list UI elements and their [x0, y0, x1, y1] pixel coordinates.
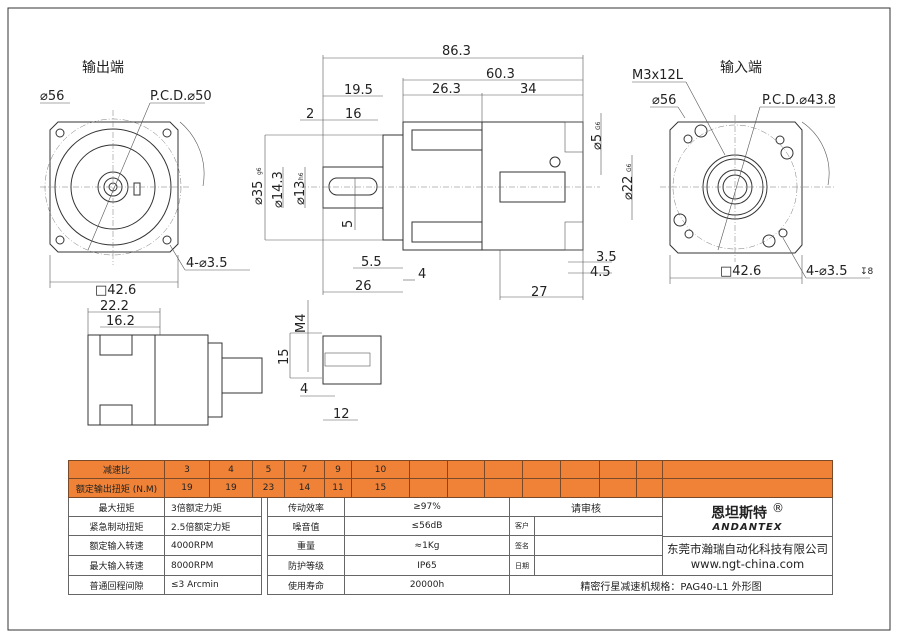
output-square-label: □42.6	[95, 283, 136, 298]
input-diameter-label: ⌀56	[652, 93, 676, 108]
spec-label: 最大扭矩	[68, 498, 165, 517]
registered-mark: ®	[771, 500, 784, 515]
torque-label: 额定输出扭矩 (N.M)	[68, 479, 165, 498]
dim-flange-4: 4	[418, 267, 426, 282]
dim-shaft-d13: ⌀13	[293, 181, 308, 205]
output-diameter-label: ⌀56	[40, 89, 64, 104]
dim-input-4-5: 4.5	[590, 265, 611, 280]
torque-cell: 19	[165, 479, 210, 498]
dim-key-width: 5	[341, 220, 356, 228]
ratio-cell: 3	[165, 460, 210, 479]
dim-4: 4	[300, 382, 308, 397]
side-view: 86.3 60.3 26.3 34 19.5 16 2 ⌀35 g6 ⌀14.3…	[251, 44, 636, 300]
dim-shaft-26: 26	[355, 279, 372, 294]
dim-key-offset: 2	[306, 107, 314, 122]
spec-label: 重量	[267, 536, 345, 556]
output-pcd-label: P.C.D.⌀50	[150, 89, 212, 104]
spec-value: 8000RPM	[165, 556, 262, 576]
torque-cell: 15	[352, 479, 410, 498]
dim-flange-5-5: 5.5	[361, 255, 382, 270]
input-pcd-label: P.C.D.⌀43.8	[762, 93, 836, 108]
ratio-cell: 7	[285, 460, 325, 479]
dim-shaft-d14-3: ⌀14.3	[271, 171, 286, 208]
dim-15: 15	[277, 348, 292, 365]
torque-cell: 23	[253, 479, 285, 498]
spec-label: 防护等级	[267, 556, 345, 576]
ratio-cell: 9	[325, 460, 352, 479]
dim-input-27: 27	[531, 285, 548, 300]
dim-12: 12	[333, 407, 350, 422]
dim-bore-d22: ⌀22	[621, 176, 636, 200]
spec-value: ≈1Kg	[345, 536, 510, 556]
spec-table: 减速比 3 4 5 7 9 10 额定输出扭矩 (N.M) 19 19 23 1…	[68, 460, 833, 595]
spec-label: 最大输入转速	[68, 556, 165, 576]
input-holes-label: 4-⌀3.5	[806, 264, 847, 279]
input-depth-label: ↧8	[860, 267, 874, 277]
thread-section-view: M4 15 4 12	[277, 300, 382, 422]
signature-field[interactable]	[535, 536, 663, 556]
spec-value: ≤56dB	[345, 517, 510, 536]
review-title: 请审核	[510, 498, 663, 517]
company-block: 东莞市瀚瑞自动化科技有限公司 www.ngt-china.com	[663, 537, 833, 576]
company-name: 东莞市瀚瑞自动化科技有限公司	[667, 542, 828, 556]
dim-bore-d5-tolerance: G6	[595, 121, 602, 130]
dim-overall-length: 86.3	[442, 44, 471, 59]
spec-label: 额定输入转速	[68, 536, 165, 556]
torque-cell: 14	[285, 479, 325, 498]
spec-value: 2.5倍额定力矩	[165, 517, 262, 536]
dim-part1-length: 26.3	[432, 82, 461, 97]
date-label: 日期	[510, 556, 535, 576]
spec-label: 紧急制动扭矩	[68, 517, 165, 536]
dim-flange-diameter: ⌀35	[251, 181, 266, 205]
ratio-cell: 5	[253, 460, 285, 479]
output-holes-label: 4-⌀3.5	[186, 256, 227, 271]
dim-flange-tolerance: g6	[256, 167, 263, 175]
spec-label: 噪音值	[267, 517, 345, 536]
dim-22-2: 22.2	[100, 299, 129, 314]
customer-field[interactable]	[535, 517, 663, 536]
spec-value: 20000h	[345, 576, 510, 595]
spec-value: 3倍额定力矩	[165, 498, 262, 517]
output-end-view: 输出端 ⌀56 P.C.D.⌀50 4-⌀3.5 □42.6	[40, 60, 250, 298]
dim-shaft-tolerance: h6	[298, 172, 305, 180]
spec-value: ≤3 Arcmin	[165, 576, 262, 595]
drawing-title: 精密行星减速机规格：PAG40-L1 外形图	[510, 576, 833, 595]
dim-shaft-length: 19.5	[344, 83, 373, 98]
signature-label: 签名	[510, 536, 535, 556]
company-url: www.ngt-china.com	[690, 557, 805, 571]
input-end-view: 输入端 M3x12L ⌀56 P.C.D.⌀43.8 □42.6 4-⌀3.5 …	[632, 60, 874, 284]
input-thread-label: M3x12L	[632, 68, 684, 83]
spec-value: 4000RPM	[165, 536, 262, 556]
spec-label: 普通回程间隙	[68, 576, 165, 595]
ratio-cell: 4	[210, 460, 253, 479]
input-view-title: 输入端	[720, 60, 762, 76]
dim-16-2: 16.2	[106, 314, 135, 329]
top-view: 22.2 16.2	[87, 299, 263, 426]
drawing-frame	[7, 7, 891, 631]
dim-m4: M4	[294, 314, 309, 334]
spec-label: 传动效率	[267, 498, 345, 517]
date-field[interactable]	[535, 556, 663, 576]
dim-body-length: 60.3	[486, 67, 515, 82]
dim-bore-d5: ⌀5	[590, 134, 605, 150]
torque-cell: 11	[325, 479, 352, 498]
dim-key-length: 16	[345, 107, 362, 122]
input-square-label: □42.6	[720, 264, 761, 279]
brand-name-cn: 恩坦斯特	[711, 505, 768, 522]
dim-bore-d22-tolerance: G6	[626, 163, 633, 172]
spec-value: IP65	[345, 556, 510, 576]
spec-label: 使用寿命	[267, 576, 345, 595]
customer-label: 客户	[510, 517, 535, 536]
brand-name-en: ANDANTEX	[712, 522, 783, 534]
output-view-title: 输出端	[82, 60, 124, 76]
dim-part2-length: 34	[520, 82, 537, 97]
ratio-label: 减速比	[68, 460, 165, 479]
torque-cell: 19	[210, 479, 253, 498]
dim-input-3-5: 3.5	[596, 250, 617, 265]
brand-block: 恩坦斯特 ® ANDANTEX	[663, 498, 833, 537]
spec-value: ≥97%	[345, 498, 510, 517]
ratio-cell: 10	[352, 460, 410, 479]
